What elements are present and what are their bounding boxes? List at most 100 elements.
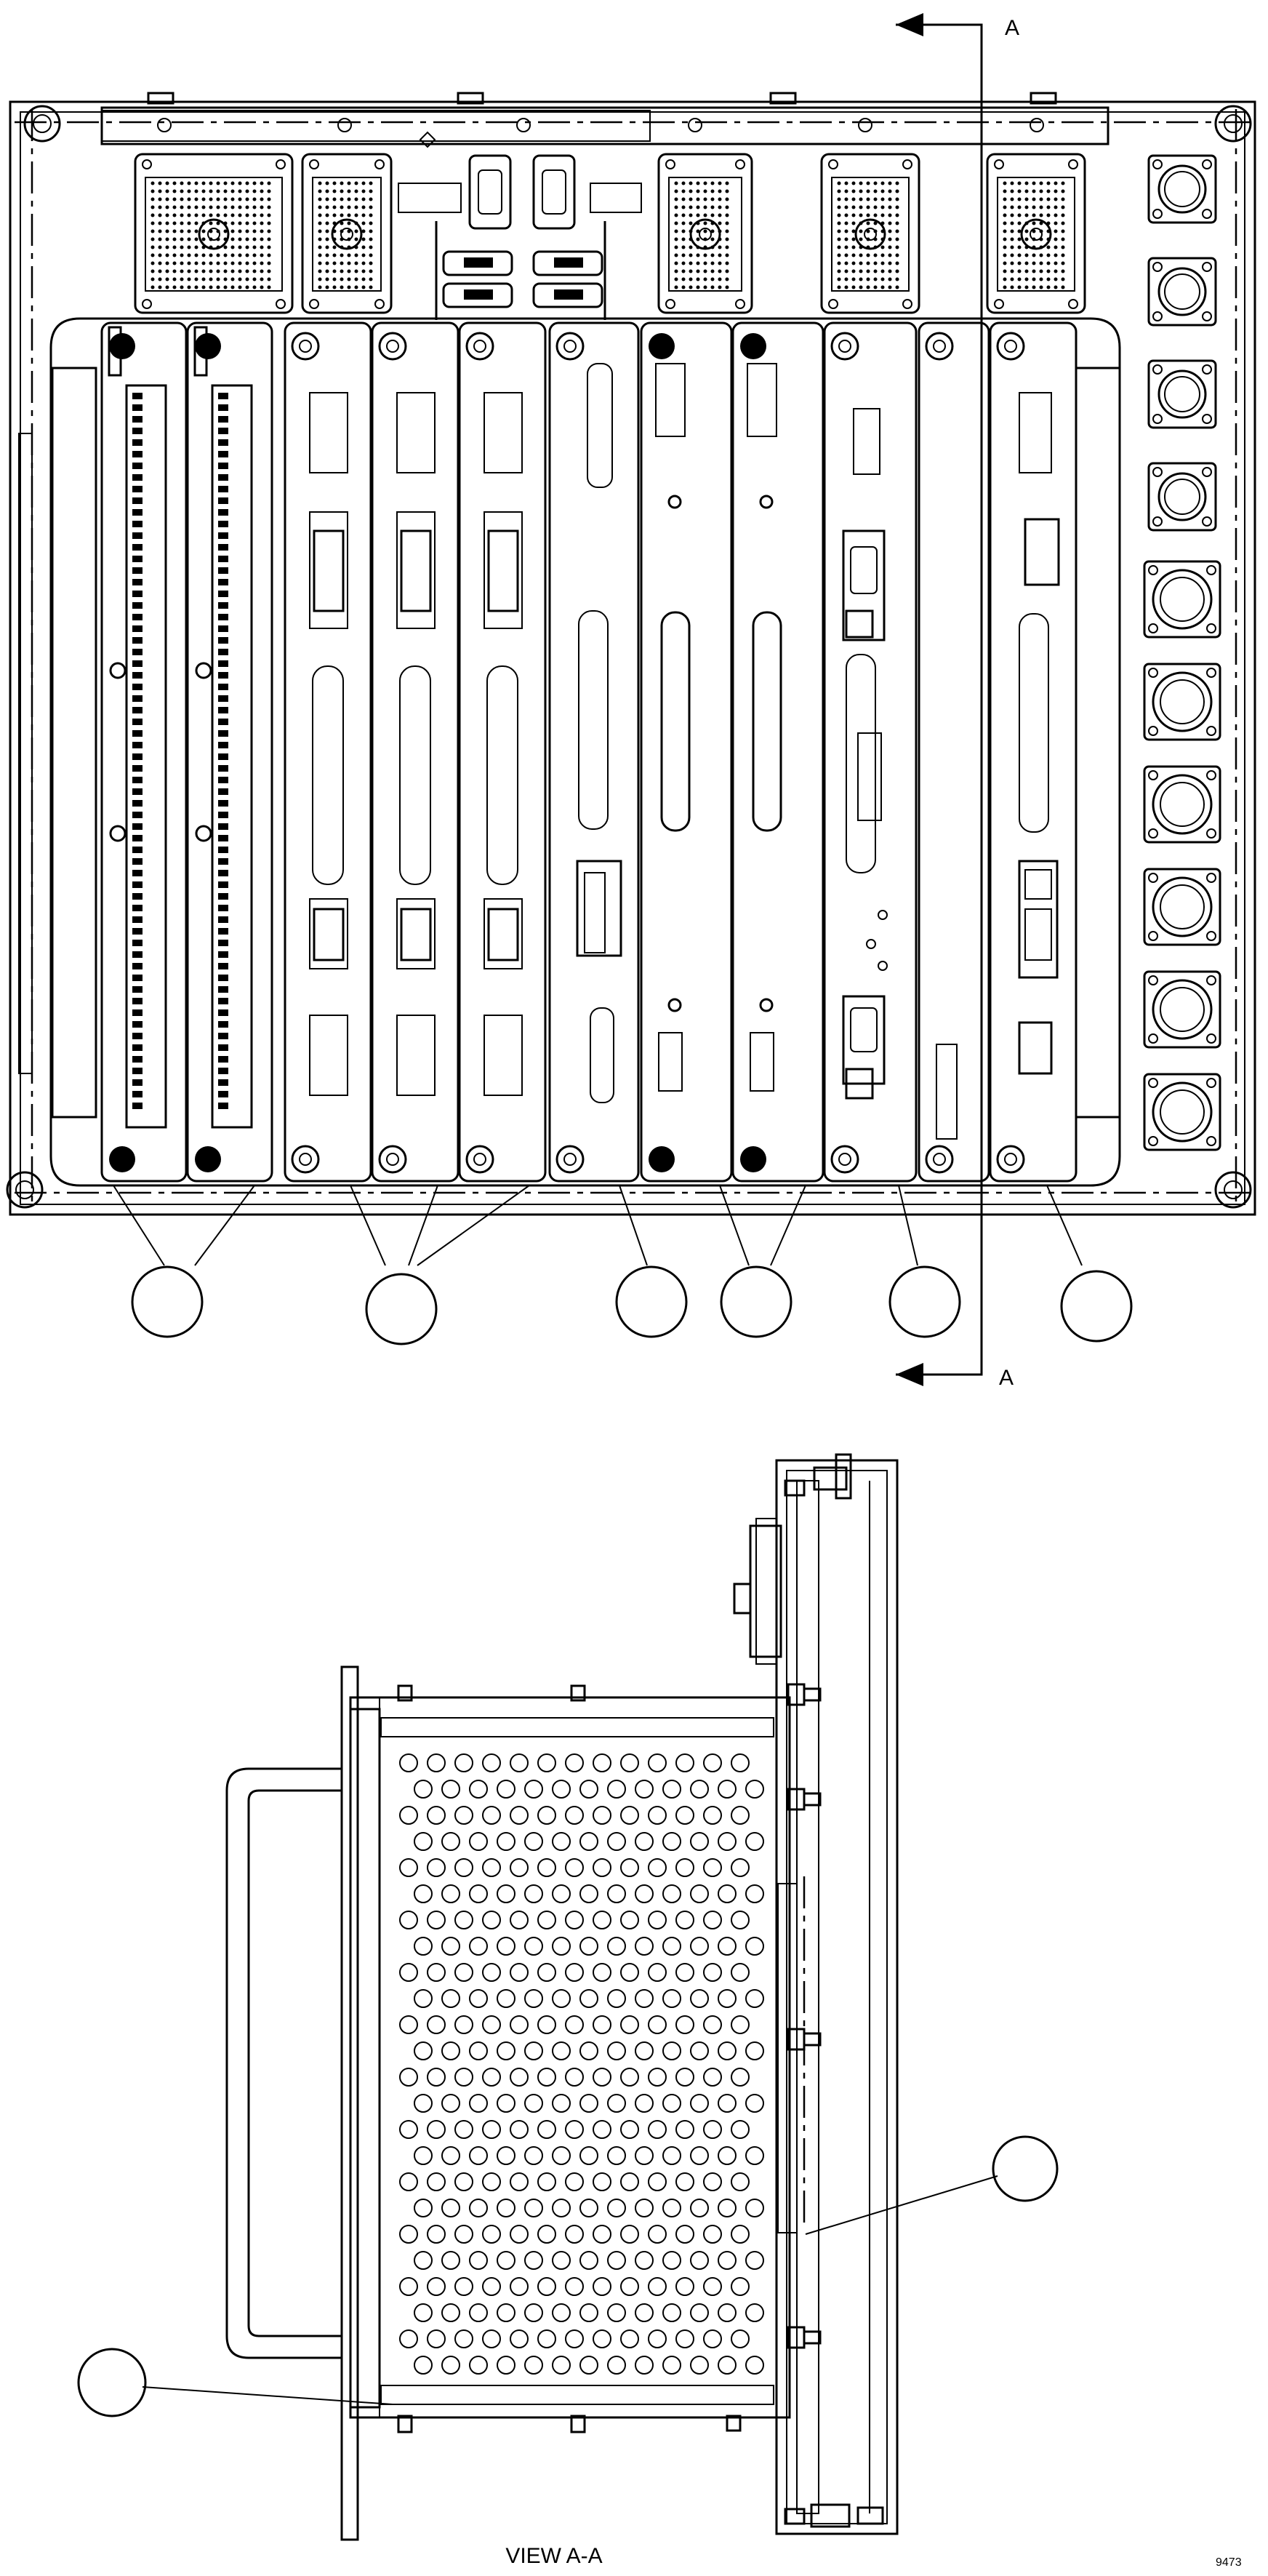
terminal (132, 602, 143, 609)
mesh-pin (325, 213, 329, 217)
mesh-pin (1039, 197, 1043, 201)
mesh-pin (209, 269, 213, 273)
terminal (218, 1103, 228, 1109)
terminal (132, 893, 143, 900)
perforation-hole (469, 2041, 488, 2060)
mesh-pin (1017, 229, 1022, 233)
mesh-pin (180, 229, 184, 233)
mesh-pin (1046, 285, 1051, 289)
perforation-hole (552, 2041, 571, 2060)
mesh-pin (354, 205, 358, 209)
mesh-pin (880, 253, 885, 257)
mesh-pin (267, 181, 271, 185)
mesh-pin (369, 189, 373, 193)
panel-stud (803, 1687, 822, 1702)
terminal (218, 463, 228, 469)
mesh-pin (340, 269, 344, 273)
perforation-hole (441, 1937, 460, 1956)
mesh-pin (718, 205, 722, 209)
mesh-pin (201, 229, 206, 233)
terminal (132, 614, 143, 620)
mesh-pin (1054, 245, 1058, 249)
terminal (218, 695, 228, 702)
mesh-pin (158, 197, 162, 201)
mesh-pin (703, 197, 707, 201)
terminal (218, 625, 228, 632)
mesh-pin (880, 213, 885, 217)
mesh-pin (340, 205, 344, 209)
perforation-hole (690, 2303, 709, 2322)
mesh-pin (895, 181, 899, 185)
connector-screw (902, 299, 912, 309)
mesh-pin (252, 213, 257, 217)
perforation-hole (414, 2146, 433, 2165)
mesh-pin (340, 181, 344, 185)
perforation-hole (648, 2120, 667, 2139)
module-retaining-screw (116, 340, 129, 353)
mesh-pin (325, 181, 329, 185)
mesh-pin (340, 285, 344, 289)
mesh-pin (696, 237, 700, 241)
module-faceplate (731, 321, 824, 1183)
panel-studs (787, 1683, 822, 2349)
mesh-pin (696, 189, 700, 193)
mesh-pin (888, 205, 892, 209)
perforation-hole (441, 1832, 460, 1851)
perforation-hole (454, 2277, 473, 2296)
mesh-pin (260, 229, 264, 233)
mesh-pin (710, 277, 715, 281)
perforation-hole (427, 2225, 446, 2244)
db9-connector (532, 154, 576, 230)
mesh-pin (252, 269, 257, 273)
perforation-hole (718, 2094, 737, 2113)
mesh-pin (1017, 253, 1022, 257)
perforation-hole (414, 2303, 433, 2322)
mesh-pin (696, 181, 700, 185)
module-retaining-screw (195, 333, 221, 359)
module-retaining-screw (201, 1153, 214, 1166)
perforation-hole (427, 1858, 446, 1877)
mesh-pin (325, 221, 329, 225)
perforation-hole (441, 2094, 460, 2113)
mesh-pin (151, 221, 155, 225)
mesh-pin (1010, 205, 1014, 209)
terminal (132, 428, 143, 434)
terminal (132, 393, 143, 399)
perforation-hole (593, 2277, 611, 2296)
mesh-pin (260, 189, 264, 193)
mesh-pin (1061, 285, 1065, 289)
perforation-hole (565, 1753, 584, 1772)
module-tab (108, 326, 122, 377)
mesh-pin (1032, 277, 1036, 281)
connector-body (1164, 171, 1200, 207)
mesh-pin (1046, 197, 1051, 201)
mesh-pin (347, 213, 351, 217)
module-screw (195, 825, 212, 842)
perforation-hole (441, 2251, 460, 2270)
mesh-pin (238, 197, 242, 201)
mesh-pin (1054, 253, 1058, 257)
fuse-holder (532, 250, 603, 276)
mesh-pin (332, 261, 337, 265)
mesh-pin (187, 197, 191, 201)
perforation-hole (454, 2015, 473, 2034)
mesh-pin (340, 197, 344, 201)
mesh-pin (354, 277, 358, 281)
perforation-hole (593, 2068, 611, 2087)
perforation-hole (469, 2251, 488, 2270)
mesh-pin (681, 229, 686, 233)
mesh-pin (837, 189, 841, 193)
mesh-pin (1054, 277, 1058, 281)
terminal (132, 753, 143, 760)
mesh-pin (347, 261, 351, 265)
connector-flange (1147, 462, 1217, 532)
mesh-pin (718, 189, 722, 193)
mesh-pin (895, 269, 899, 273)
mesh-pin (844, 197, 848, 201)
mesh-pin (1039, 189, 1043, 193)
perforation-hole (482, 2329, 501, 2348)
mesh-pin (369, 269, 373, 273)
terminal (132, 742, 143, 748)
mesh-pin (245, 277, 249, 281)
perforation-hole (745, 2303, 764, 2322)
